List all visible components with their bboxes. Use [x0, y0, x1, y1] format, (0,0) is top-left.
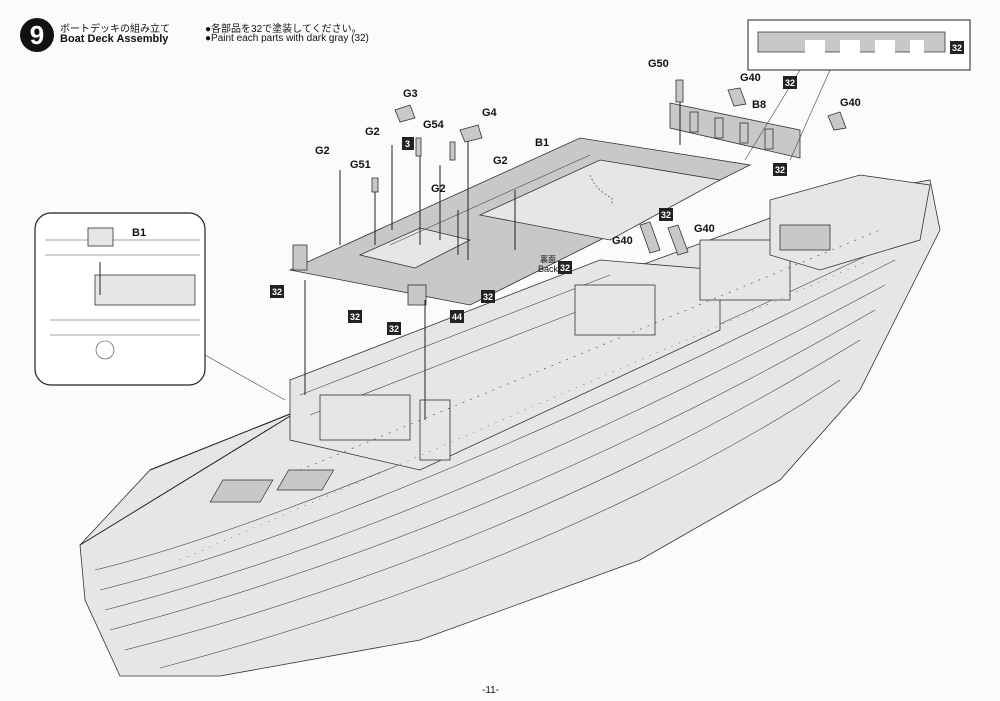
badge-32-back: 32	[560, 263, 570, 273]
part-labels: G3 G2 G54 G4 B1 G2 G51 G2 G2 G50 G40 B8 …	[132, 58, 861, 274]
badge-32-mid: 32	[389, 324, 399, 334]
badge-32-inset: 32	[952, 43, 962, 53]
part-b8	[669, 102, 801, 159]
label-g40-c: G40	[612, 235, 633, 247]
label-g2-c: G2	[493, 155, 508, 167]
boat-deck-part-b1	[288, 137, 752, 306]
label-g51: G51	[350, 159, 371, 171]
inset-b8-view	[744, 19, 971, 161]
badge-44: 44	[452, 312, 462, 322]
label-g4: G4	[482, 107, 498, 119]
small-parts	[371, 79, 847, 256]
label-g40-a: G40	[740, 72, 761, 84]
badge-32-right: 32	[483, 292, 493, 302]
page-number: -11-	[482, 685, 500, 696]
label-g54: G54	[423, 119, 445, 131]
badge-32-left: 32	[272, 287, 282, 297]
badge-32-top: 32	[785, 78, 795, 88]
label-g2-a: G2	[365, 126, 380, 138]
label-g50: G50	[648, 58, 669, 70]
step-number-badge: 9	[20, 18, 54, 52]
badge-32-b8: 32	[775, 165, 785, 175]
step-title-japanese: ボートデッキの組み立て	[60, 24, 170, 35]
label-g3: G3	[403, 88, 418, 100]
paint-note-english: ●Paint each parts with dark gray (32)	[205, 33, 369, 44]
back-label-en: Back	[538, 264, 559, 274]
label-g2-d: G2	[431, 183, 446, 195]
badge-3: 3	[405, 139, 410, 149]
paint-badges: 32 32 32 32 32 32 32 32 32 3 44	[270, 41, 964, 335]
label-b1: B1	[535, 137, 549, 149]
label-g40-d: G40	[694, 223, 715, 235]
badge-32-left-2: 32	[350, 312, 360, 322]
ship-hull	[79, 174, 941, 677]
step-title-english: Boat Deck Assembly	[60, 33, 169, 45]
label-g2-b: G2	[315, 145, 330, 157]
label-g40-b: G40	[840, 97, 861, 109]
inset-label-b1: B1	[132, 227, 146, 239]
paint-note-japanese: ●各部品を32で塗装してください。	[205, 24, 362, 35]
back-label-ja: 裏面	[540, 254, 556, 264]
assembly-guide-lines	[304, 100, 681, 420]
label-b8: B8	[752, 99, 766, 111]
badge-32-g40: 32	[661, 210, 671, 220]
inset-detail-left	[34, 212, 286, 401]
